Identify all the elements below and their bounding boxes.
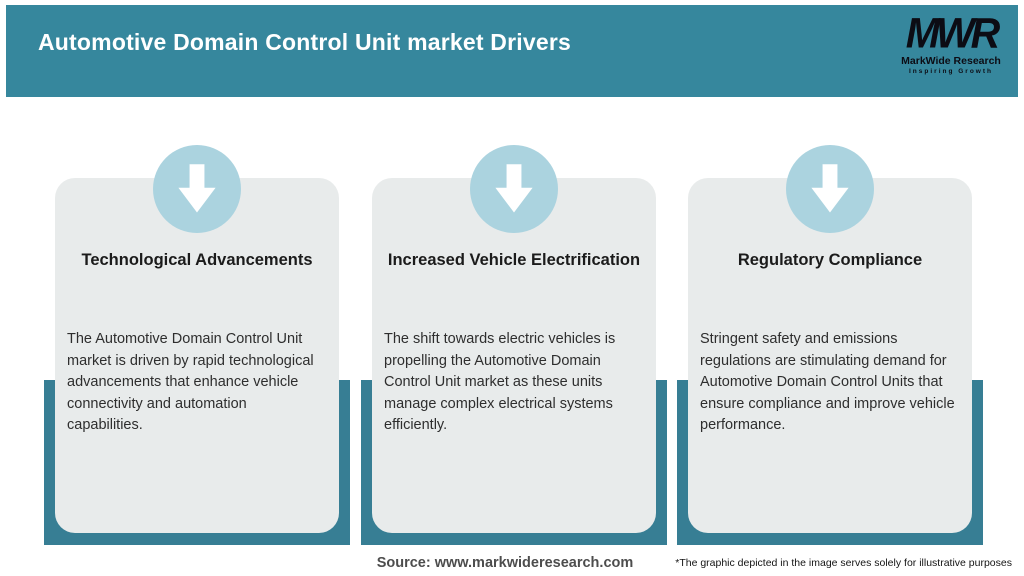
driver-card-increased-vehicle-electrification: Increased Vehicle Electrification The sh… [361,140,667,545]
card: Increased Vehicle Electrification The sh… [372,145,656,533]
card-title: Technological Advancements [81,251,313,269]
card: Technological Advancements The Automotiv… [55,145,339,533]
disclaimer-note: *The graphic depicted in the image serve… [675,557,1012,569]
card: Regulatory Compliance Stringent safety a… [688,145,972,533]
driver-card-regulatory-compliance: Regulatory Compliance Stringent safety a… [677,140,983,545]
header-banner: Automotive Domain Control Unit market Dr… [6,5,1018,97]
page-title: Automotive Domain Control Unit market Dr… [38,29,571,55]
logo-tagline: Inspiring Growth [909,68,993,75]
markwide-logo: MWR MarkWide Research Inspiring Growth [896,8,1006,76]
down-arrow-icon [483,152,545,226]
card-description: Stringent safety and emissions regulatio… [700,331,955,433]
arrow-circle [470,145,558,233]
driver-card-technological-advancements: Technological Advancements The Automotiv… [44,140,350,545]
card-description: The Automotive Domain Control Unit marke… [67,331,314,433]
down-arrow-icon [799,152,861,226]
logo-monogram: MWR [905,8,1000,58]
source-note: Source: www.markwideresearch.com [376,555,634,571]
logo-name: MarkWide Research [901,55,1001,67]
arrow-circle [786,145,874,233]
arrow-circle [153,145,241,233]
down-arrow-icon [166,152,228,226]
card-description: The shift towards electric vehicles is p… [384,331,616,433]
card-title: Increased Vehicle Electrification [387,251,641,269]
card-title: Regulatory Compliance [737,251,923,269]
